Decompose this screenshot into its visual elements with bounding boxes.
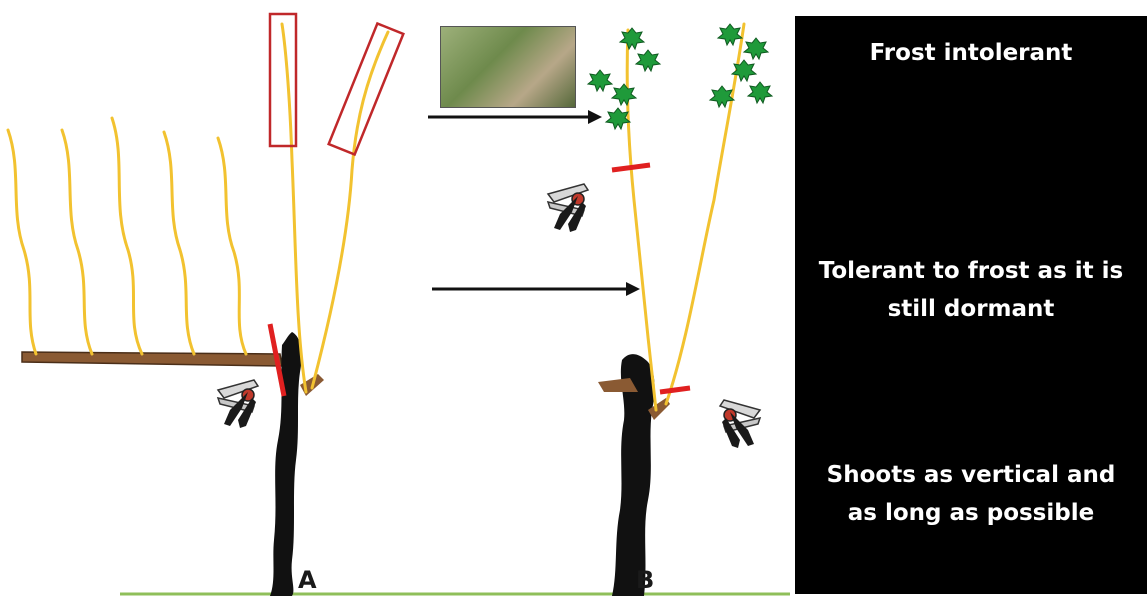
panel-b-vine: B (548, 24, 772, 596)
cordon-arm (22, 352, 282, 366)
trunk-a (270, 332, 302, 596)
shoots-b (627, 24, 744, 410)
cut-mark-b-upper (612, 165, 650, 170)
grape-leaf-icon (588, 24, 772, 129)
info-panel: Frost intolerant Tolerant to frost as it… (795, 16, 1147, 594)
panel-a-vine: A (8, 14, 403, 596)
note-tolerant: Tolerant to frost as it is still dormant (795, 252, 1147, 328)
spur-shoots-a (282, 24, 388, 392)
pruning-shears-icon (218, 380, 258, 428)
cut-mark-b-lower (660, 388, 690, 392)
pruning-shears-icon (720, 400, 760, 448)
pruning-shears-icon (548, 184, 588, 232)
note-shoots-line1: Shoots as vertical and (795, 456, 1147, 494)
note-shoots: Shoots as vertical and as long as possib… (795, 456, 1147, 532)
note-shoots-line2: as long as possible (795, 494, 1147, 532)
note-tolerant-line2: still dormant (795, 290, 1147, 328)
pruning-diagram: A (0, 0, 790, 597)
arrows (428, 110, 640, 296)
arrow-icon (588, 110, 602, 124)
note-tolerant-line1: Tolerant to frost as it is (795, 252, 1147, 290)
note-frost-intolerant: Frost intolerant (795, 34, 1147, 72)
frost-damage-photo (440, 26, 576, 108)
label-a: A (298, 566, 317, 594)
arrow-icon (626, 282, 640, 296)
note-frost-intolerant-text: Frost intolerant (870, 40, 1073, 66)
label-b: B (636, 566, 654, 594)
cordon-shoots (8, 118, 246, 354)
